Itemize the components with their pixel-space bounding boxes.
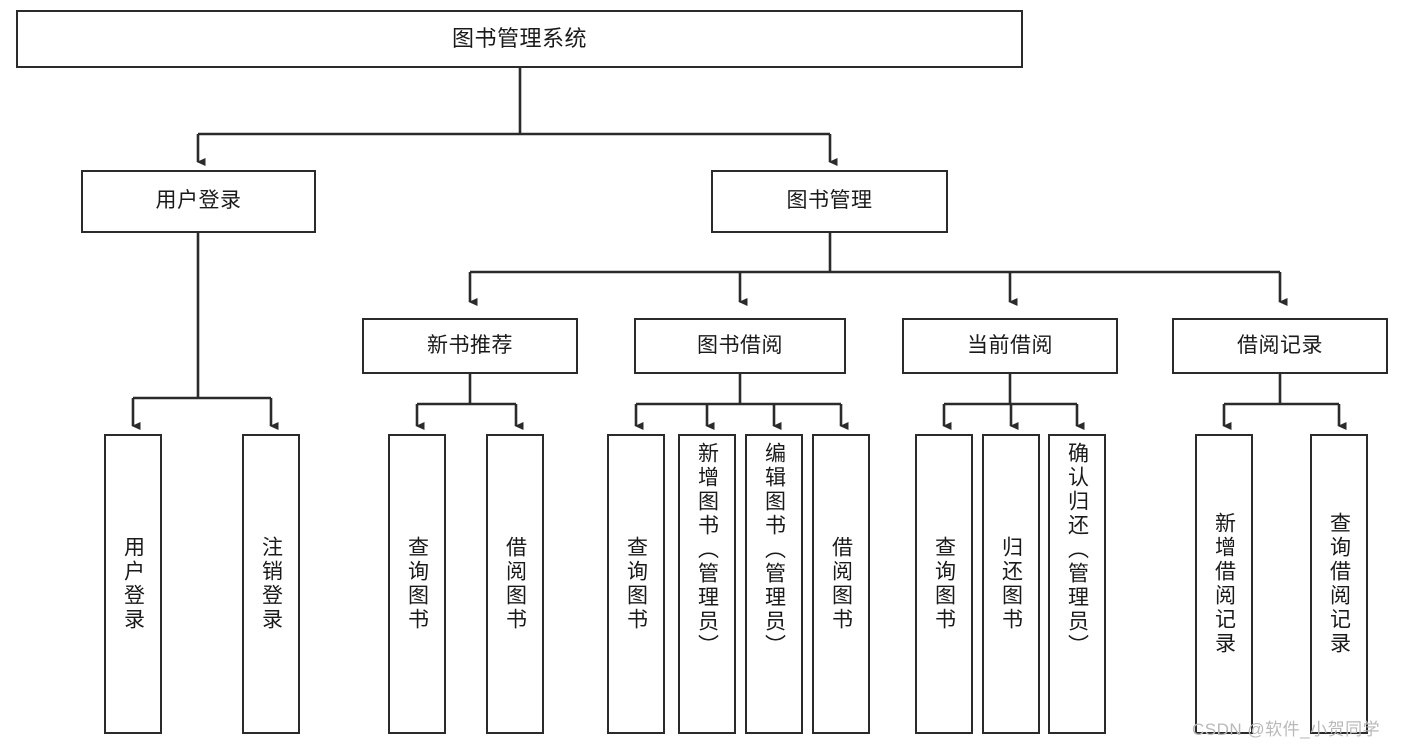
node-label: 注销登录 — [259, 536, 283, 632]
leaf-add-borrow-record[interactable]: 新增借阅记录 — [1195, 434, 1253, 734]
node-label: 确认归还（管理员） — [1065, 442, 1089, 658]
node-label: 用户登录 — [155, 189, 242, 213]
node-label: 查询图书 — [932, 536, 956, 632]
node-label: 图书管理系统 — [451, 26, 587, 52]
node-borrow-record[interactable]: 借阅记录 — [1172, 318, 1388, 374]
node-label: 查询图书 — [624, 536, 648, 632]
node-label: 查询图书 — [405, 536, 429, 632]
node-label: 新增借阅记录 — [1212, 512, 1236, 656]
node-label: 图书管理 — [786, 189, 873, 213]
node-book-manage[interactable]: 图书管理 — [711, 170, 948, 233]
node-label: 借阅图书 — [503, 536, 527, 632]
node-label: 新书推荐 — [427, 333, 513, 357]
leaf-user-login[interactable]: 用户登录 — [104, 434, 162, 734]
leaf-edit-book-admin[interactable]: 编辑图书（管理员） — [745, 434, 803, 734]
leaf-query-book-current[interactable]: 查询图书 — [915, 434, 973, 734]
node-label: 图书借阅 — [697, 333, 783, 357]
node-label: 当前借阅 — [967, 333, 1053, 357]
node-new-book-recommend[interactable]: 新书推荐 — [362, 318, 578, 374]
node-book-borrow[interactable]: 图书借阅 — [634, 318, 846, 374]
node-label: 用户登录 — [121, 536, 145, 632]
leaf-return-book[interactable]: 归还图书 — [982, 434, 1040, 734]
node-label: 借阅图书 — [829, 536, 853, 632]
node-root-system[interactable]: 图书管理系统 — [16, 10, 1023, 68]
node-label: 新增图书（管理员） — [695, 442, 719, 658]
csdn-watermark: CSDN @软件_小贺同学 — [1192, 720, 1381, 739]
leaf-confirm-return-admin[interactable]: 确认归还（管理员） — [1048, 434, 1106, 734]
leaf-borrow-book[interactable]: 借阅图书 — [812, 434, 870, 734]
leaf-query-book-borrow[interactable]: 查询图书 — [607, 434, 665, 734]
leaf-logout[interactable]: 注销登录 — [242, 434, 300, 734]
node-label: 归还图书 — [999, 536, 1023, 632]
node-label: 编辑图书（管理员） — [762, 442, 786, 658]
leaf-query-book-recommend[interactable]: 查询图书 — [388, 434, 446, 734]
leaf-borrow-book-recommend[interactable]: 借阅图书 — [486, 434, 544, 734]
leaf-add-book-admin[interactable]: 新增图书（管理员） — [678, 434, 736, 734]
leaf-query-borrow-record[interactable]: 查询借阅记录 — [1310, 434, 1368, 734]
node-current-borrow[interactable]: 当前借阅 — [902, 318, 1118, 374]
node-user-login[interactable]: 用户登录 — [81, 170, 316, 233]
node-label: 查询借阅记录 — [1327, 512, 1351, 656]
node-label: 借阅记录 — [1237, 333, 1323, 357]
